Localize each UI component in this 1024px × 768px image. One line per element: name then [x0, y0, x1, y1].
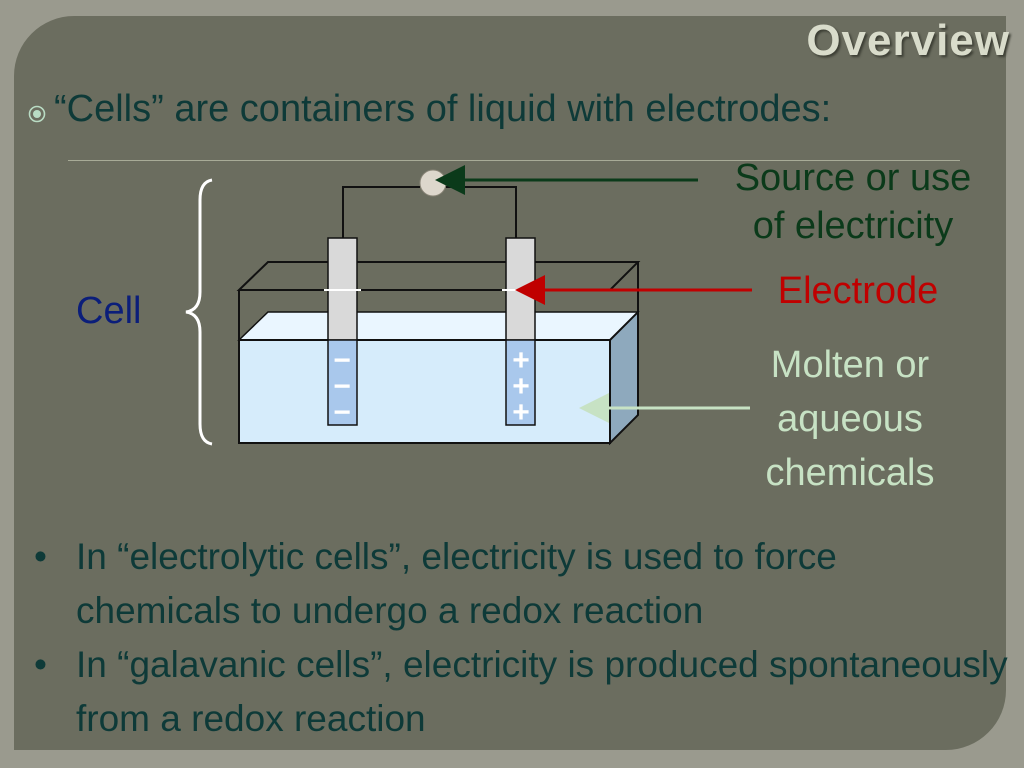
bullet-item: • In “electrolytic cells”, electricity i…	[30, 530, 1010, 638]
liquid	[237, 309, 640, 446]
chemicals-label-line1: Molten or	[770, 344, 930, 386]
bullet-list: • In “electrolytic cells”, electricity i…	[30, 530, 1010, 746]
cell-brace	[185, 178, 213, 446]
wire	[342, 186, 420, 238]
minus-sign: −	[333, 370, 351, 403]
bullet-text: In “electrolytic cells”, electricity is …	[76, 536, 837, 631]
plus-sign: +	[512, 344, 530, 377]
wire	[446, 186, 517, 238]
power-source-icon	[419, 169, 447, 197]
target-bullet-icon	[28, 105, 46, 123]
bullet-item: • In “galavanic cells”, electricity is p…	[30, 638, 1010, 746]
chemicals-label-line2: aqueous	[777, 398, 923, 440]
cell-label: Cell	[76, 290, 142, 332]
chemicals-label-line3: chemicals	[765, 452, 935, 494]
divider-line	[68, 160, 960, 161]
electrode-label: Electrode	[777, 270, 939, 312]
plus-sign: +	[512, 396, 530, 429]
source-label-line2: of electricity	[752, 205, 954, 247]
positive-signs: + + +	[512, 344, 530, 429]
slide-title: Overview	[806, 16, 1010, 65]
source-label: Source or use of electricity	[708, 154, 998, 250]
minus-sign: −	[333, 344, 351, 377]
intro-text: “Cells” are containers of liquid with el…	[54, 88, 832, 130]
bullet-marker: •	[34, 536, 47, 577]
bullet-marker: •	[34, 644, 47, 685]
plus-sign: +	[512, 370, 530, 403]
source-label-line1: Source or use	[734, 157, 972, 199]
negative-signs: − − −	[333, 344, 351, 429]
bullet-text: In “galavanic cells”, electricity is pro…	[76, 644, 1008, 739]
minus-sign: −	[333, 396, 351, 429]
intro-bullet: “Cells” are containers of liquid with el…	[28, 88, 831, 131]
electrode-negative	[324, 237, 361, 426]
chemicals-label: Molten or aqueous chemicals	[740, 338, 960, 500]
